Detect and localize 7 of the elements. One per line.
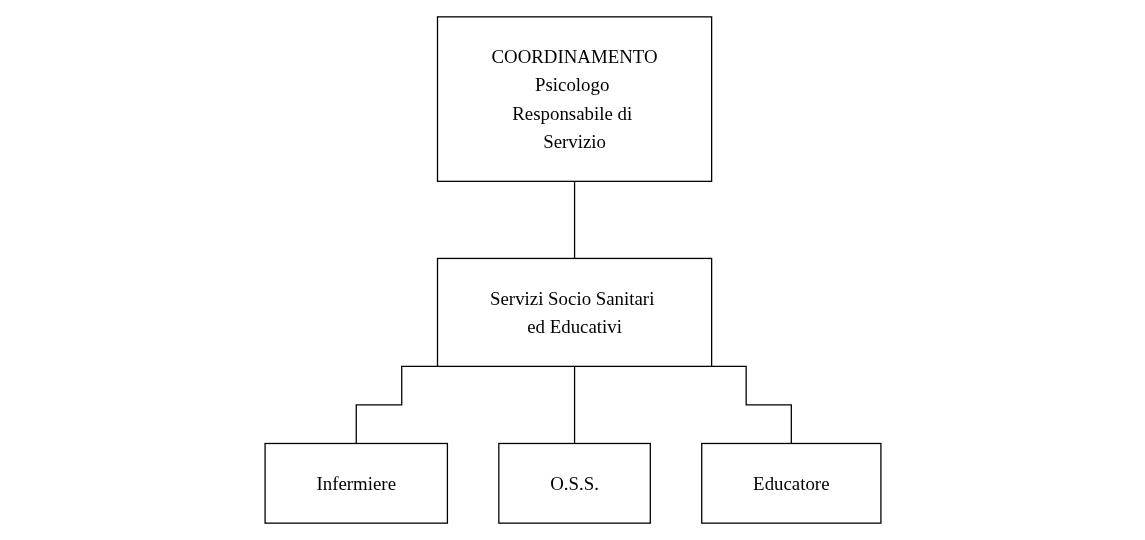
node-box: COORDINAMENTO Psicologo Responsabile di Servizio [436, 16, 712, 182]
node-box: Infermiere [263, 442, 448, 524]
connector [573, 180, 575, 260]
node-box: Educatore [700, 442, 882, 524]
node-box: O.S.S. [497, 442, 651, 524]
node-box: Servizi Socio Sanitari ed Educativi [436, 257, 712, 368]
connector [573, 365, 575, 445]
